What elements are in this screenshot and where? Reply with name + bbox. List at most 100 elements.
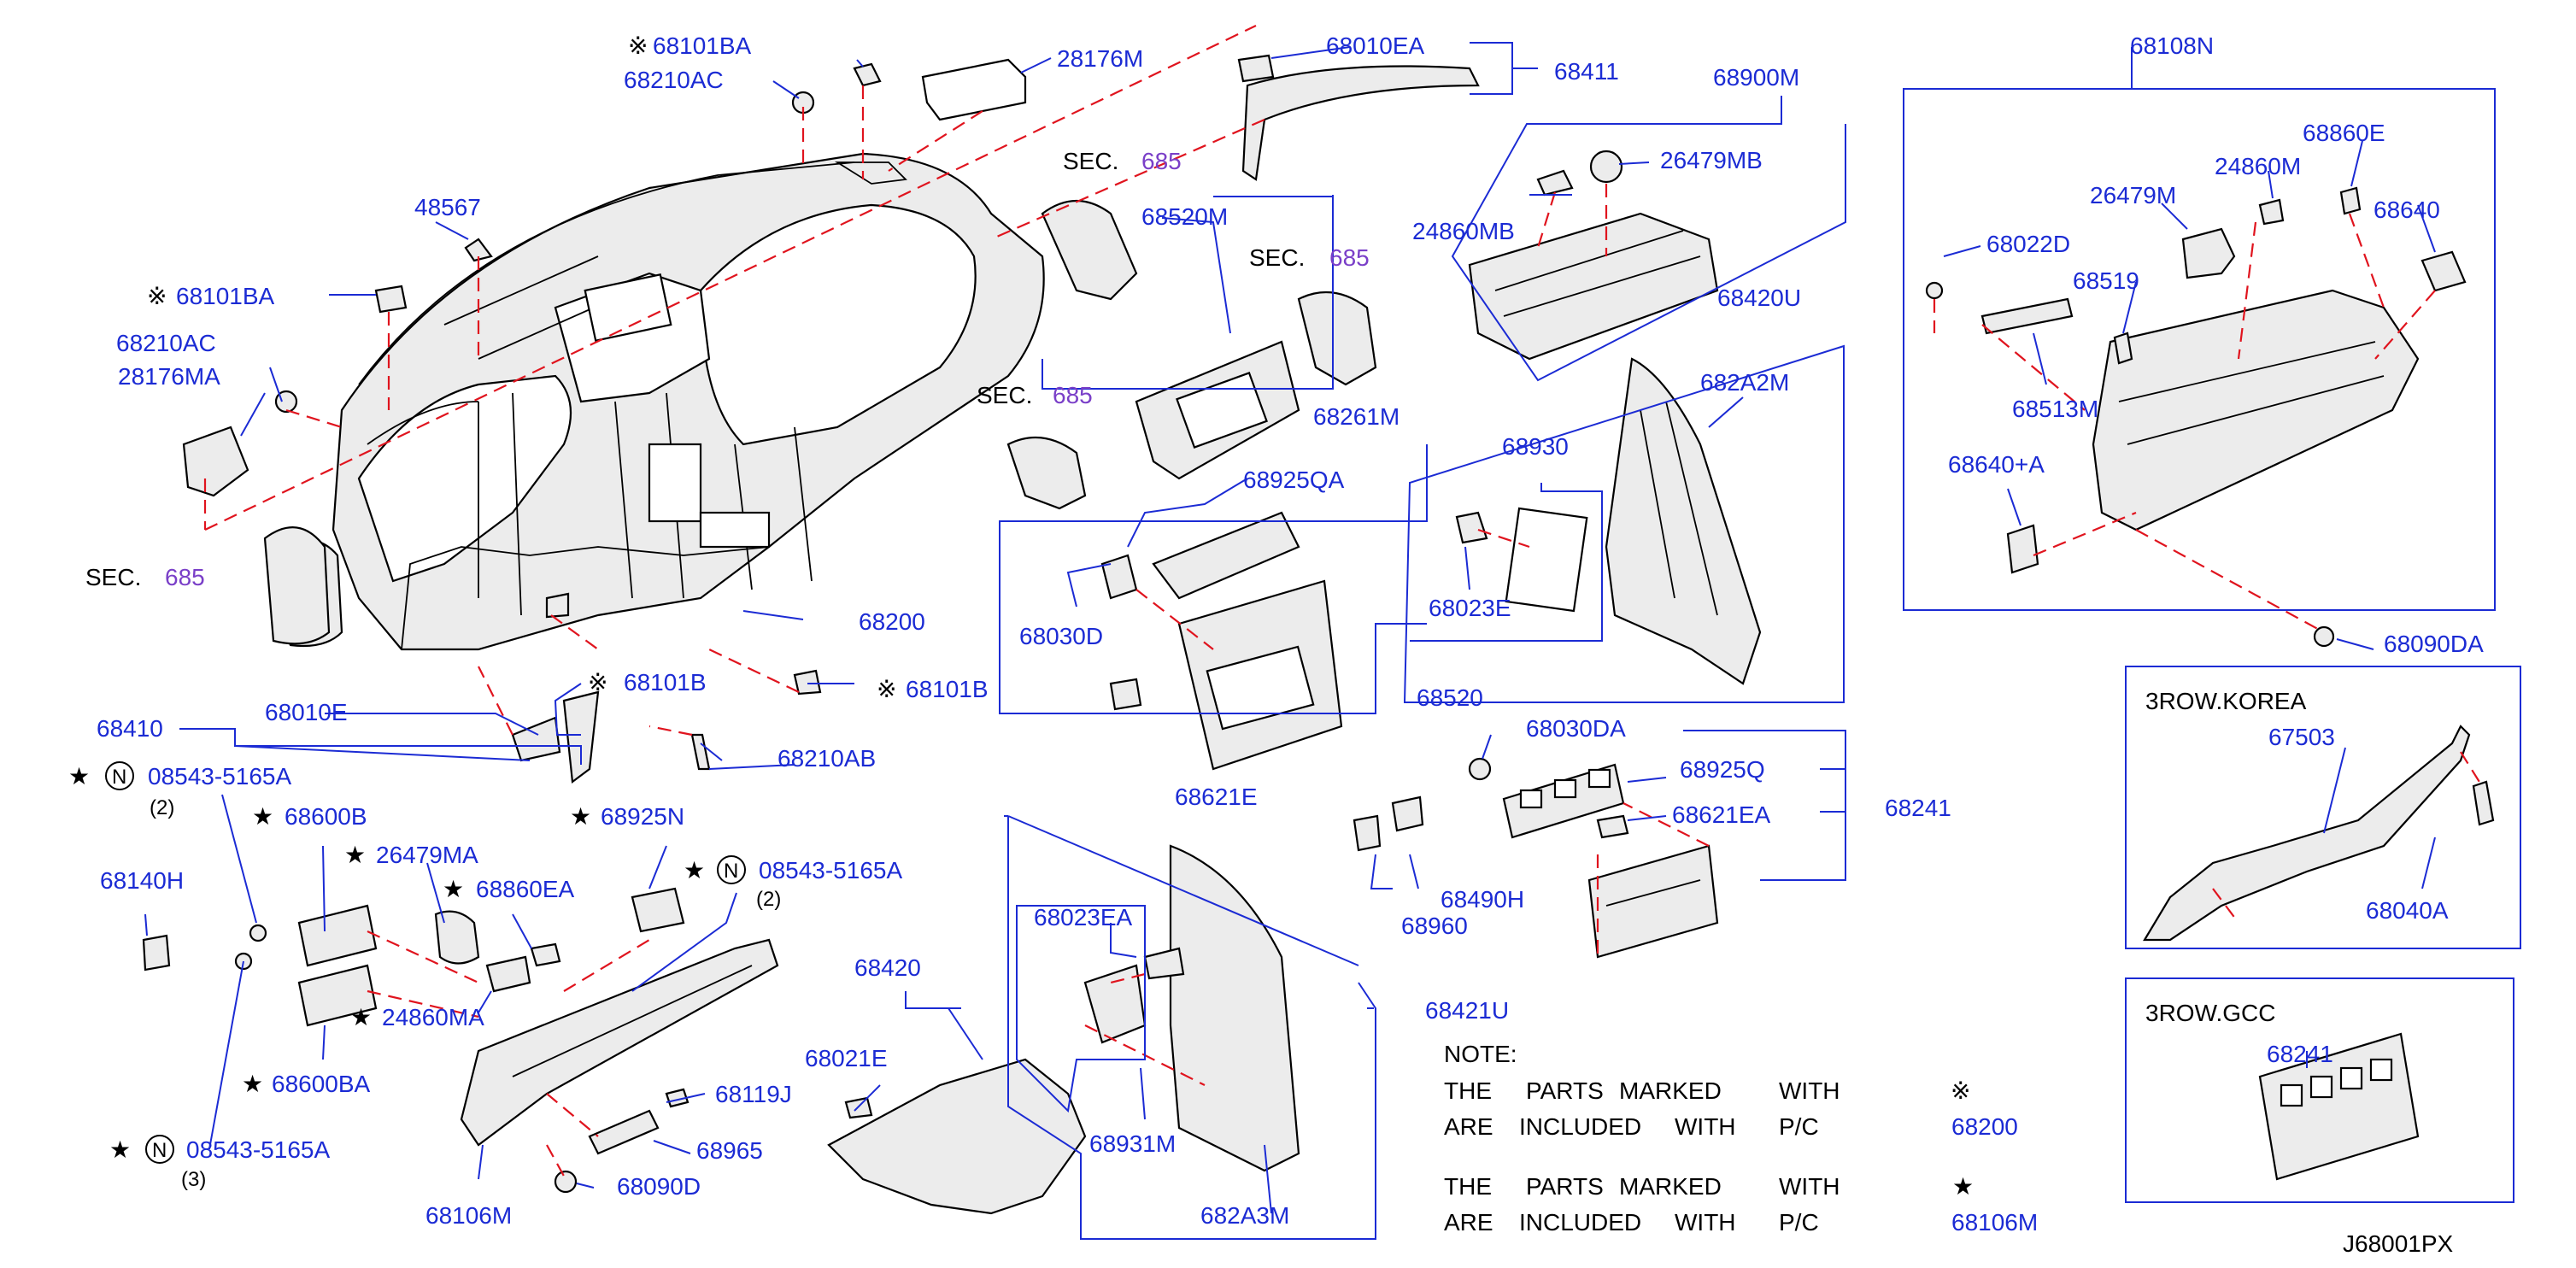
kome-mark-icon: ※ bbox=[877, 676, 896, 702]
label-68420: 68420 bbox=[854, 954, 921, 981]
label-68106M: 68106M bbox=[425, 1202, 512, 1229]
clip-68090DA bbox=[2313, 625, 2335, 648]
note-line1-word1: THE bbox=[1444, 1077, 1492, 1104]
star-icon: ★ bbox=[443, 876, 464, 902]
label-24860MA: 24860MA bbox=[382, 1004, 484, 1030]
label-68930: 68930 bbox=[1502, 433, 1569, 460]
n-circle-letter: N bbox=[112, 766, 126, 789]
label-68021E: 68021E bbox=[805, 1045, 888, 1071]
n-circle-icon bbox=[717, 855, 746, 884]
star-icon: ★ bbox=[1952, 1173, 1974, 1200]
label-68010E: 68010E bbox=[265, 699, 348, 725]
star-icon: ★ bbox=[109, 1136, 131, 1163]
assembly-guide-lines bbox=[203, 25, 1710, 1180]
label-68925Q: 68925Q bbox=[1680, 756, 1765, 783]
note-line1-word4: WITH bbox=[1779, 1077, 1840, 1104]
n-circle-letter: N bbox=[152, 1139, 167, 1162]
label-68621EA: 68621EA bbox=[1672, 801, 1771, 828]
star-icon: ★ bbox=[684, 857, 705, 883]
sec-number-1: 685 bbox=[1141, 148, 1182, 174]
star-icon: ★ bbox=[344, 842, 366, 868]
note-line2-word1: ARE bbox=[1444, 1113, 1493, 1140]
star-icon: ★ bbox=[252, 803, 273, 830]
label-68022D: 68022D bbox=[1986, 231, 2070, 257]
label-68411: 68411 bbox=[1554, 58, 1619, 85]
part-68241 bbox=[1353, 757, 1719, 959]
label-682A2M: 682A2M bbox=[1700, 369, 1789, 396]
glovebox-assembly-box bbox=[1903, 88, 2496, 633]
part-68930 bbox=[1455, 507, 1588, 613]
instrument-panel-68200 bbox=[332, 152, 1045, 651]
label-68023EA: 68023EA bbox=[1034, 904, 1133, 930]
label-68108N: 68108N bbox=[2130, 32, 2214, 59]
korea-variant-title: 3ROW.KOREA bbox=[2145, 688, 2307, 714]
label-68860EA: 68860EA bbox=[476, 876, 575, 902]
label-68210AC-top: 68210AC bbox=[624, 67, 724, 93]
sec-label-2: SEC. bbox=[1249, 244, 1305, 271]
label-68210AC-left: 68210AC bbox=[116, 330, 216, 356]
note-ref-68106M: 68106M bbox=[1951, 1209, 2038, 1236]
sec-number-3: 685 bbox=[1053, 382, 1093, 408]
star-icon: ★ bbox=[570, 803, 591, 830]
upper-trim-parts bbox=[263, 54, 1480, 771]
label-68090DA: 68090DA bbox=[2384, 631, 2484, 657]
label-68520: 68520 bbox=[1417, 684, 1483, 711]
star-icon: ★ bbox=[242, 1071, 263, 1097]
korea-variant-box bbox=[2125, 666, 2521, 949]
part-68420U bbox=[1605, 357, 1762, 685]
label-68040A: 68040A bbox=[2366, 897, 2449, 924]
part-68106M bbox=[142, 887, 779, 1194]
note-line2-word4: P/C bbox=[1779, 1113, 1819, 1140]
label-68960: 68960 bbox=[1401, 913, 1468, 939]
star-icon: ★ bbox=[350, 1004, 372, 1030]
note-line1-word3: MARKED bbox=[1619, 1077, 1722, 1104]
label-68241-gcc: 68241 bbox=[2267, 1041, 2333, 1067]
qty-3: (3) bbox=[181, 1168, 206, 1191]
star-icon: ★ bbox=[68, 763, 90, 790]
label-24860MB: 24860MB bbox=[1412, 218, 1515, 244]
gcc-variant-box bbox=[2125, 977, 2514, 1203]
label-26479M: 26479M bbox=[2090, 182, 2176, 208]
label-08543-5165A-3: 08543-5165A bbox=[186, 1136, 330, 1163]
label-68520M: 68520M bbox=[1141, 203, 1228, 230]
sec-label-4: SEC. bbox=[85, 564, 141, 590]
label-68513M: 68513M bbox=[2012, 396, 2098, 422]
note-line4-word1: ARE bbox=[1444, 1209, 1493, 1236]
kome-mark-icon: ※ bbox=[1951, 1077, 1970, 1104]
label-68925QA: 68925QA bbox=[1243, 467, 1345, 493]
label-28176M: 28176M bbox=[1057, 45, 1143, 72]
label-68101B-a: 68101B bbox=[624, 669, 707, 696]
note-line2-word2: INCLUDED bbox=[1519, 1113, 1641, 1140]
label-68925N: 68925N bbox=[601, 803, 684, 830]
label-68101BA-left: 68101BA bbox=[176, 283, 275, 309]
sec-label-3: SEC. bbox=[977, 382, 1032, 408]
note-title: NOTE: bbox=[1444, 1041, 1517, 1067]
label-682A3M: 682A3M bbox=[1200, 1202, 1289, 1229]
label-68030DA: 68030DA bbox=[1526, 715, 1626, 742]
label-68860E: 68860E bbox=[2303, 120, 2385, 146]
gcc-variant-title: 3ROW.GCC bbox=[2145, 1000, 2275, 1026]
label-26479MB: 26479MB bbox=[1660, 147, 1763, 173]
label-68640: 68640 bbox=[2374, 197, 2440, 223]
qty-2b: (2) bbox=[756, 888, 781, 911]
label-68421U: 68421U bbox=[1425, 997, 1509, 1024]
label-68119J: 68119J bbox=[715, 1081, 792, 1107]
kome-mark-icon: ※ bbox=[588, 669, 607, 696]
label-68621E: 68621E bbox=[1175, 784, 1258, 810]
n-circle-icon bbox=[145, 1135, 174, 1164]
label-68023E: 68023E bbox=[1429, 595, 1511, 621]
note-line2-word3: WITH bbox=[1675, 1113, 1736, 1140]
part-68421U bbox=[1083, 844, 1300, 1172]
label-68261M: 68261M bbox=[1313, 403, 1399, 430]
label-68600BA: 68600BA bbox=[272, 1071, 371, 1097]
label-68210AB: 68210AB bbox=[777, 745, 876, 772]
kome-mark-icon: ※ bbox=[147, 283, 167, 309]
label-24860M: 24860M bbox=[2215, 153, 2301, 179]
label-68600B: 68600B bbox=[285, 803, 367, 830]
sec-number-4: 685 bbox=[165, 564, 205, 590]
note-block: NOTE: THE PARTS MARKED WITH ※ ARE INCLUD… bbox=[1444, 1041, 2038, 1236]
note-line1-word2: PARTS bbox=[1526, 1077, 1604, 1104]
note-line3-word2: PARTS bbox=[1526, 1173, 1604, 1200]
qty-2a: (2) bbox=[150, 796, 174, 819]
